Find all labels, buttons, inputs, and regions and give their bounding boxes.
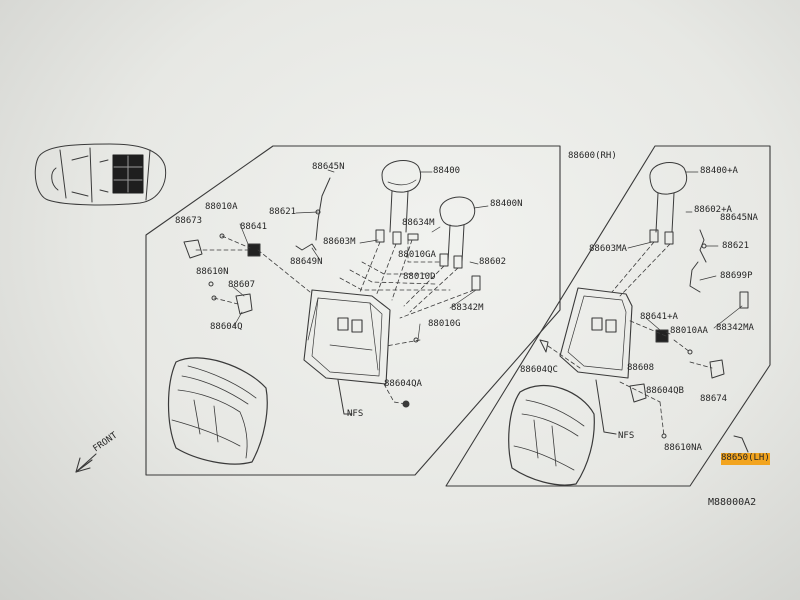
bushing-88342ma-icon: [739, 291, 749, 309]
part-label: 88342MA: [716, 323, 754, 333]
part-label: 88010A: [205, 202, 238, 212]
part-label: 88610N: [196, 267, 229, 277]
part-label: NFS: [347, 409, 364, 419]
lh-dashed-routing: [547, 241, 713, 437]
part-label: 88621: [269, 207, 297, 217]
part-label: 88621: [722, 241, 750, 251]
label-leaders: [231, 169, 743, 341]
part-label: 88604QA: [384, 379, 422, 389]
headrest-88400-icon: [381, 160, 422, 233]
car-overview-icon: [34, 143, 167, 206]
part-label: 88603M: [323, 237, 356, 247]
part-label: 88608: [627, 363, 655, 373]
part-label: 88645N: [312, 162, 345, 172]
bracket-88607-icon: [235, 293, 253, 315]
part-label: 88010G: [428, 319, 461, 329]
part-label: 88674: [700, 394, 728, 404]
part-label: 88603MA: [589, 244, 627, 254]
cable-88699p: [689, 261, 701, 293]
part-label: 88634M: [402, 218, 435, 228]
cover-88674-icon: [709, 359, 725, 379]
rh-dashed-routing: [195, 235, 475, 405]
rh-panel-frame: [145, 145, 561, 476]
part-label: 88400+A: [700, 166, 738, 176]
seat-cushion-lh-icon: [508, 384, 595, 486]
part-label: 88010AA: [670, 326, 708, 336]
part-label: NFS: [618, 431, 635, 441]
part-label: 88342M: [451, 303, 484, 313]
part-label: 88645NA: [720, 213, 758, 223]
headrest-guides-lh-icon: [649, 229, 674, 245]
diagram-code: M88000A2: [708, 497, 757, 508]
lh-panel-frame: [445, 145, 771, 487]
part-label: 88604QB: [646, 386, 684, 396]
part-label: 88604QC: [520, 365, 558, 375]
bracket-88608-icon: [629, 383, 647, 403]
rod-88645na: [699, 229, 707, 263]
part-label: 88641: [240, 222, 268, 232]
rh-panel-title: 88600(RH): [568, 151, 617, 161]
front-arrow-icon: [75, 453, 97, 473]
cable-88649n: [295, 243, 317, 251]
bolt-88604qc: [539, 339, 549, 353]
lh-panel-title-highlighted: 88650(LH): [721, 453, 770, 465]
seat-cushion-rh-icon: [167, 357, 268, 465]
cover-88673-icon: [183, 239, 203, 259]
part-label: 88641+A: [640, 312, 678, 322]
part-label: 88649N: [290, 257, 323, 267]
rod-88645n: [315, 177, 331, 241]
part-label: 88010D: [403, 272, 436, 282]
part-label: 88673: [175, 216, 203, 226]
part-label: 88607: [228, 280, 256, 290]
part-label: 88010GA: [398, 250, 436, 260]
seatback-frame-lh-icon: [559, 287, 633, 379]
bushing-88342m-icon: [471, 275, 481, 291]
headrest-88400n-icon: [439, 196, 476, 263]
part-label: 88604Q: [210, 322, 243, 332]
headrest-88400a-icon: [649, 162, 688, 233]
part-label: 88602: [479, 257, 507, 267]
part-label: 88400N: [490, 199, 523, 209]
seatback-frame-rh-icon: [303, 289, 391, 385]
part-label: 88699P: [720, 271, 753, 281]
bolt-88610n: [208, 281, 214, 287]
part-label: 88602+A: [694, 205, 732, 215]
part-label: 88400: [433, 166, 461, 176]
part-label: 88610NA: [664, 443, 702, 453]
